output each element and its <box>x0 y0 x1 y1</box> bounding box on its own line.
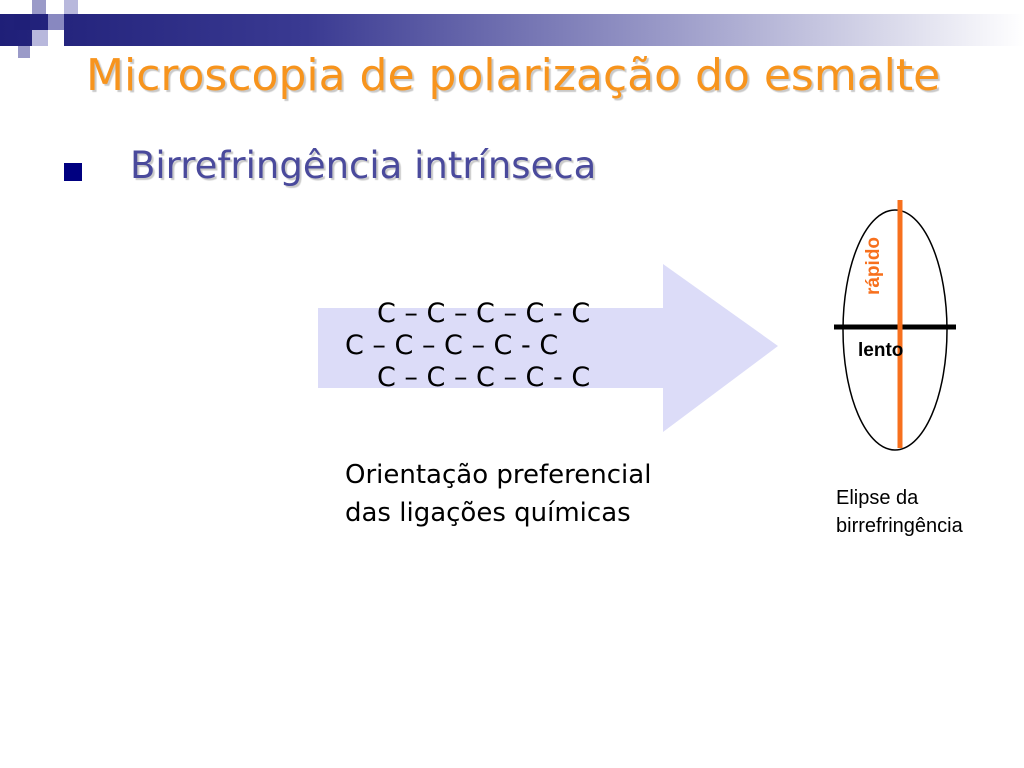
fast-axis-label: rápido <box>863 236 884 296</box>
slide-title: Microscopia de polarização do esmalte <box>86 50 941 101</box>
ellipse-caption: Elipse da birrefringência <box>836 484 963 540</box>
bullet-text: Birrefringência intrínseca <box>130 144 597 187</box>
slow-axis-label: lento <box>858 340 904 361</box>
direction-arrow <box>318 264 778 432</box>
ellipse-caption-line: Elipse da <box>836 487 919 509</box>
deco-square-white <box>48 30 64 46</box>
caption-line: Orientação preferencial <box>345 460 652 490</box>
caption-line: das ligações químicas <box>345 498 631 528</box>
ellipse-caption-line: birrefringência <box>836 515 963 537</box>
deco-square-dark <box>14 14 30 30</box>
carbon-chain-2: C – C – C – C - C <box>345 330 559 361</box>
bullet-marker <box>64 163 82 181</box>
deco-square-light <box>48 14 64 30</box>
deco-square-light <box>32 0 46 14</box>
deco-square-light <box>32 30 48 46</box>
deco-square-light <box>64 0 78 14</box>
ellipse-outline <box>842 209 948 451</box>
orientation-caption: Orientação preferencial das ligações quí… <box>345 456 651 532</box>
deco-square-dark <box>18 46 30 58</box>
header-gradient-bar <box>0 14 1024 46</box>
birefringence-ellipse <box>834 200 956 451</box>
carbon-chain-1: C – C – C – C - C <box>377 298 591 329</box>
carbon-chain-3: C – C – C – C - C <box>377 362 591 393</box>
